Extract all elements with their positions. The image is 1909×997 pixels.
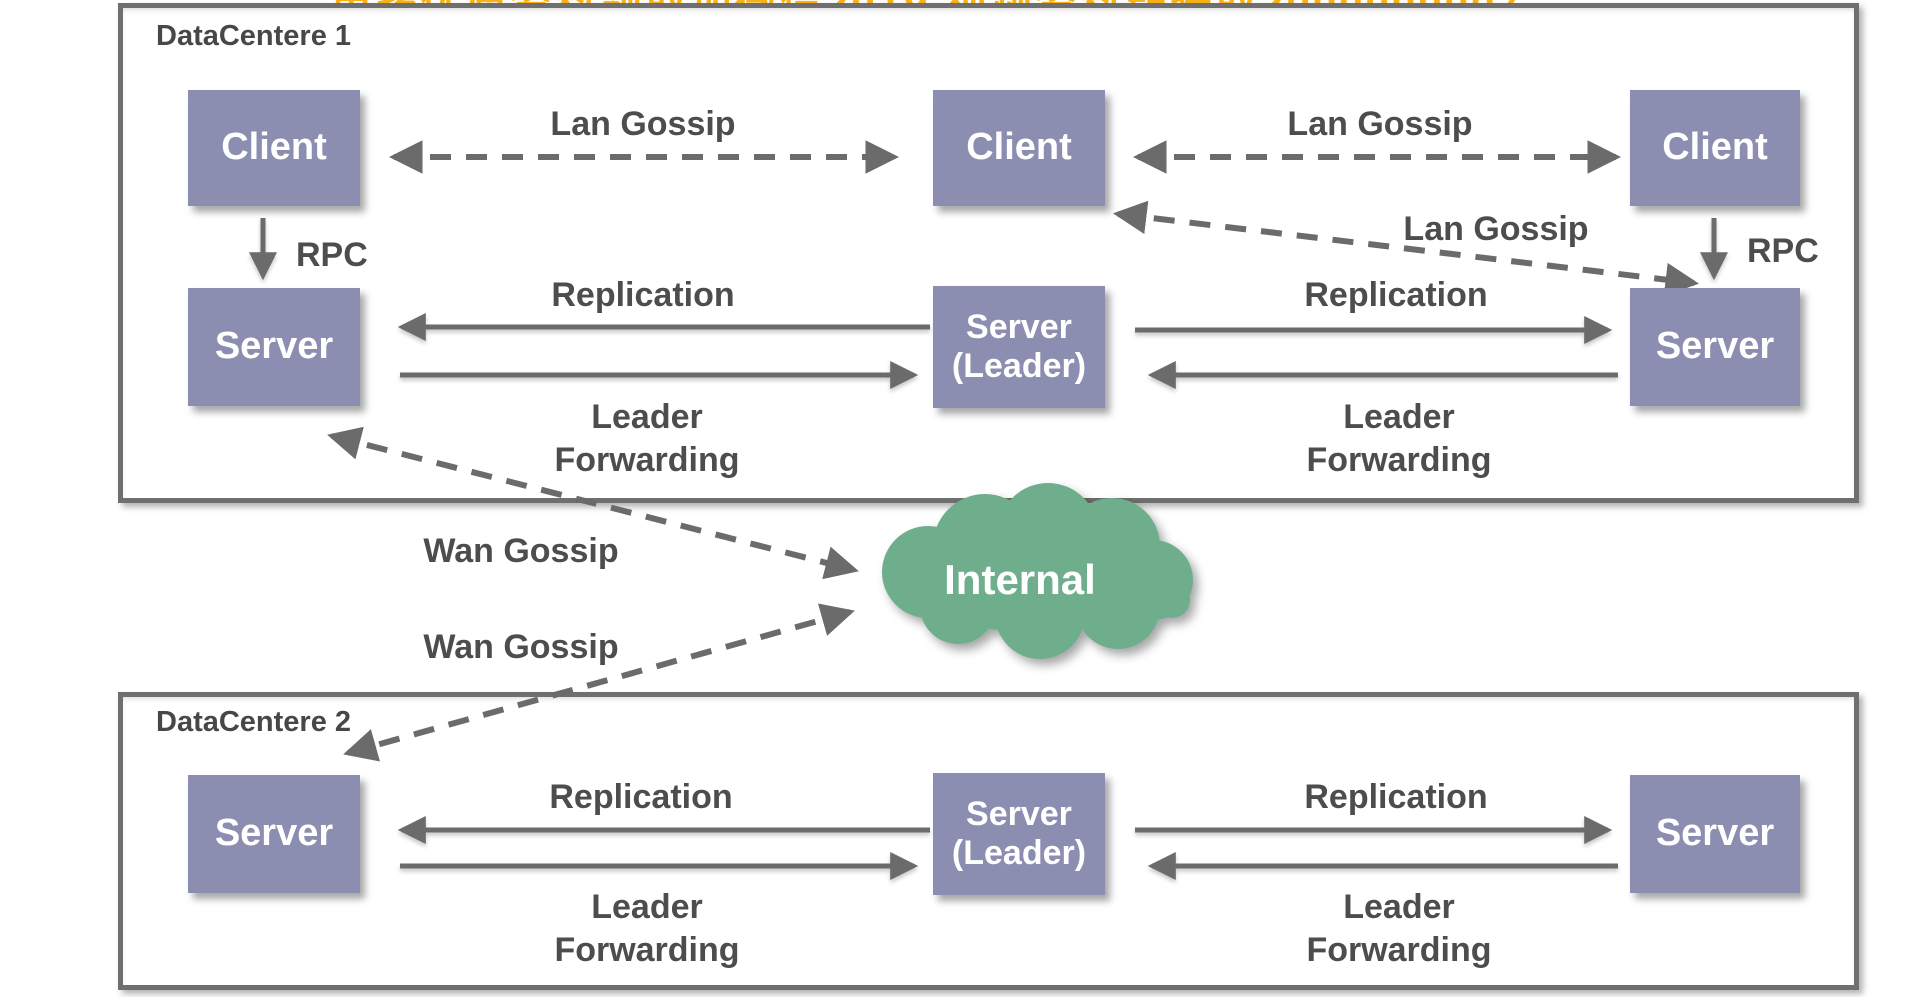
rpc-label-right: RPC: [1747, 232, 1819, 270]
wan-gossip-arrow-bottom: [343, 603, 855, 762]
dc1-leader-forwarding-label-left: Leader Forwarding: [554, 398, 740, 479]
dc1-client-middle-node: Client: [933, 90, 1105, 206]
internal-cloud-shape: [882, 483, 1193, 659]
dc2-replication-label-right: Replication: [1304, 778, 1488, 816]
dc2-server-leader-node: Server (Leader): [933, 773, 1105, 895]
dc1-server-right-node: Server: [1630, 288, 1800, 406]
dc1-server-left-node: Server: [188, 288, 360, 406]
rpc-label-left: RPC: [296, 236, 368, 274]
dc1-server-leader-node: Server (Leader): [933, 286, 1105, 408]
dc1-replication-label-left: Replication: [551, 276, 735, 314]
datacenter2-title: DataCentere 2: [156, 706, 352, 738]
dc2-leader-forwarding-label-left: Leader Forwarding: [554, 888, 740, 969]
dc1-client-left-node: Client: [188, 90, 360, 206]
wan-gossip-arrow-top: [327, 426, 859, 580]
datacenter1-title: DataCentere 1: [156, 20, 352, 52]
dc2-server-left-node: Server: [188, 775, 360, 893]
lan-gossip-arrow-diagonal: [1112, 200, 1700, 297]
internal-cloud-label: Internal: [944, 556, 1096, 603]
lan-gossip-label-left: Lan Gossip: [550, 105, 736, 143]
dc2-replication-label-left: Replication: [549, 778, 733, 816]
lan-gossip-label-diagonal: Lan Gossip: [1403, 210, 1589, 248]
dc2-leader-forwarding-label-right: Leader Forwarding: [1306, 888, 1492, 969]
wan-gossip-label-top: Wan Gossip: [423, 532, 619, 570]
dc1-client-right-node: Client: [1630, 90, 1800, 206]
wan-gossip-label-bottom: Wan Gossip: [423, 628, 619, 666]
lan-gossip-label-right: Lan Gossip: [1287, 105, 1473, 143]
dc1-replication-label-right: Replication: [1304, 276, 1488, 314]
dc1-leader-forwarding-label-right: Leader Forwarding: [1306, 398, 1492, 479]
dc2-server-right-node: Server: [1630, 775, 1800, 893]
